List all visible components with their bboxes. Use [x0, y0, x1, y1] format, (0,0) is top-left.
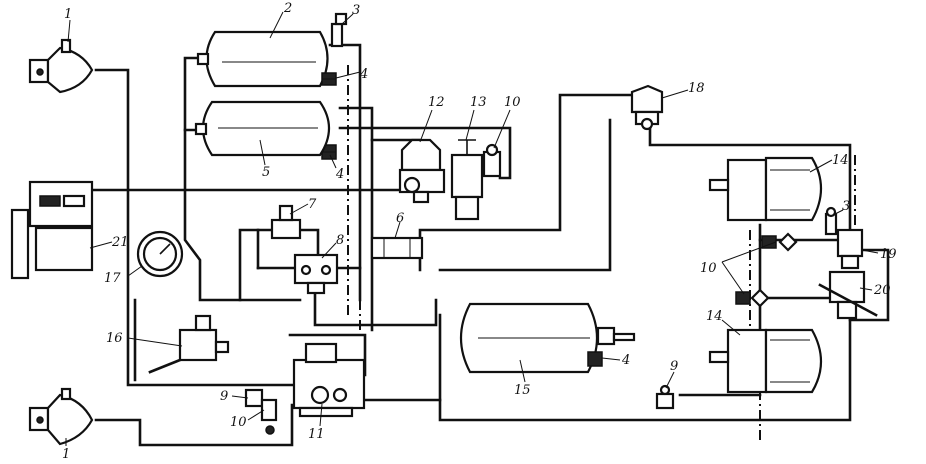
- air-receiver-middle: [194, 100, 331, 157]
- callout-20: 20: [873, 283, 891, 298]
- callout-10-right: 10: [700, 261, 717, 276]
- double-check-valve: [370, 236, 424, 260]
- callout-1-bottom: 1: [62, 447, 70, 462]
- callout-21: 21: [111, 235, 129, 250]
- rear-brake-chamber-top: [708, 156, 822, 222]
- shutoff-valve-bottom: [260, 398, 278, 435]
- brake-valve-upper: [293, 253, 339, 295]
- callout-14-bottom: 14: [706, 309, 723, 324]
- callout-5: 5: [262, 165, 270, 180]
- callout-15: 15: [514, 383, 531, 398]
- rear-brake-chamber-bottom: [708, 328, 822, 394]
- brake-chamber-front-top: [28, 38, 94, 94]
- accelerator-valve: [630, 84, 664, 131]
- pressure-limit-valve: [270, 204, 302, 240]
- callout-19: 19: [880, 247, 897, 262]
- trailer-brake-valve: [818, 270, 878, 320]
- condensate-drain-1: [321, 72, 337, 86]
- callout-4-mid: 4: [335, 167, 344, 182]
- callout-13: 13: [470, 95, 487, 110]
- callout-14-top: 14: [832, 153, 849, 168]
- callout-3-right: 3: [842, 199, 850, 214]
- drain-valve-top: [330, 12, 348, 48]
- callout-1-top: 1: [64, 7, 72, 22]
- separation-valve-lower: [735, 288, 770, 308]
- callout-4-bottom: 4: [621, 353, 630, 368]
- callout-12: 12: [428, 95, 445, 110]
- callout-labels: 1 2 3 4 4 5 12 13 10 18 14 3 19 10 20 14…: [62, 1, 897, 462]
- callout-8: 8: [336, 233, 344, 248]
- antifreeze-pump: [450, 139, 484, 221]
- brake-chamber-front-bottom: [28, 387, 94, 446]
- brake-valve-lever: [148, 314, 230, 374]
- callout-9-left: 9: [220, 389, 228, 404]
- air-receiver-top: [196, 30, 329, 88]
- air-compressor: [10, 180, 94, 280]
- frame-dash-lines: [347, 65, 856, 440]
- check-valve-bottom-right: [655, 384, 675, 410]
- check-valve-bottom-left: [244, 388, 264, 408]
- shutoff-valve-top: [482, 143, 502, 178]
- callout-10-top: 10: [504, 95, 521, 110]
- callout-10-bottom: 10: [230, 415, 247, 430]
- condensate-drain-3: [587, 351, 603, 367]
- callout-2: 2: [283, 1, 292, 16]
- callout-4-top: 4: [359, 67, 368, 82]
- main-brake-valve: [292, 342, 366, 418]
- air-receiver-bottom: [460, 302, 636, 374]
- pressure-gauge: [136, 230, 184, 278]
- callout-3-top: 3: [352, 3, 360, 18]
- pressure-regulator: [398, 138, 446, 204]
- leader-lines: [65, 11, 879, 446]
- callout-9-right: 9: [670, 359, 678, 374]
- drain-valve-right: [824, 206, 838, 236]
- brake-control-valve: [836, 228, 864, 270]
- callout-6: 6: [396, 211, 404, 226]
- callout-17: 17: [104, 271, 121, 286]
- callout-18: 18: [688, 81, 705, 96]
- condensate-drain-2: [321, 144, 337, 160]
- callout-7: 7: [308, 197, 317, 212]
- callout-16: 16: [106, 331, 123, 346]
- separation-valve-upper: [761, 232, 798, 252]
- callout-11: 11: [308, 427, 325, 442]
